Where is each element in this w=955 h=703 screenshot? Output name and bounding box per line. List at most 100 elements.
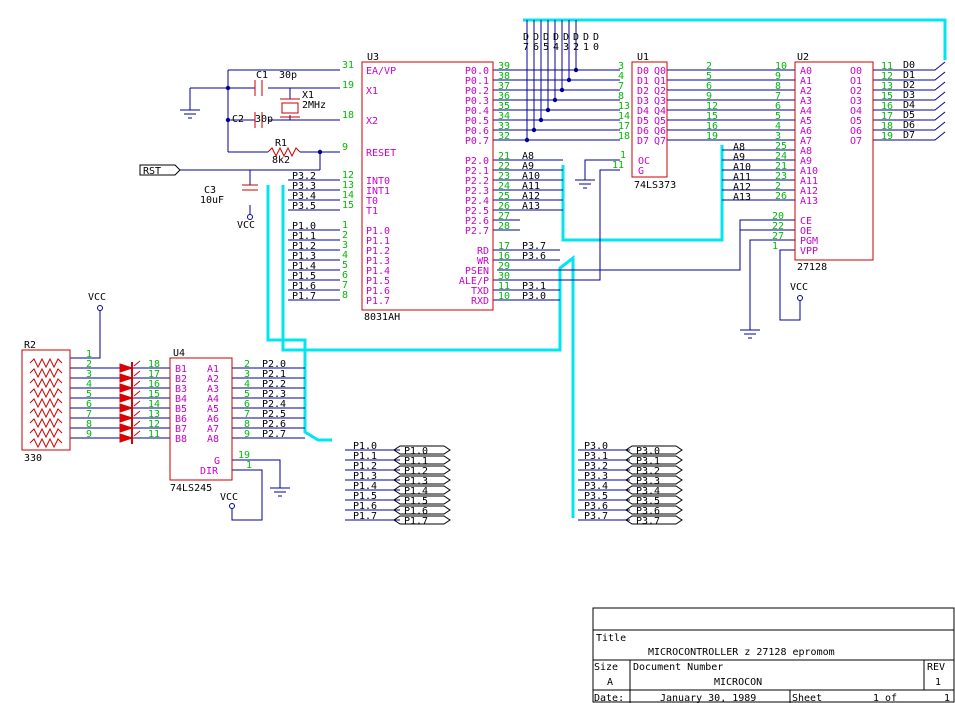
u2-pin-name: CE: [800, 216, 812, 227]
u1-pin-name: Q0: [654, 66, 666, 77]
u3-pin-number: 32: [498, 131, 510, 142]
vcc-icon: [97, 305, 103, 311]
r2-pin-number: 4: [86, 379, 92, 390]
p1-port-connector: [393, 465, 451, 475]
ground-icon: [180, 109, 200, 119]
docnum-value: MICROCON: [714, 677, 762, 688]
bus-label: 2: [573, 42, 579, 53]
p3-port-connector: [625, 455, 683, 465]
u4-pin-number: 18: [148, 359, 160, 370]
u1-pin-number: 17: [618, 121, 630, 132]
ground-symbols: [180, 109, 760, 497]
u3-pin-name: P2.0: [465, 156, 489, 167]
c2-ref: C2: [232, 114, 244, 125]
p3-net-label: P3.3: [584, 471, 608, 482]
u2-net-label: D1: [903, 70, 915, 81]
bus-label: 3: [563, 42, 569, 53]
u1-pin-number: 5: [706, 71, 712, 82]
u4-pin-name: B7: [175, 424, 187, 435]
u2-pin-number: 20: [772, 211, 784, 222]
u1-ref: U1: [637, 52, 649, 63]
u2-pin-number: 3: [775, 131, 781, 142]
p3-port-label: P3.5: [636, 496, 660, 507]
junctions: [225, 67, 579, 155]
u2-net-label: A12: [733, 182, 751, 193]
c3-value: 10uF: [200, 195, 224, 206]
u3-net-label: A13: [522, 201, 540, 212]
u1-pin-number: 14: [618, 111, 630, 122]
u2-pin-number: 19: [881, 131, 893, 142]
u3-pin-number: 11: [498, 281, 510, 292]
p3-port-label: P3.2: [636, 466, 660, 477]
u4-pin-name: A2: [207, 374, 219, 385]
u3-pin-name: PSEN: [465, 266, 489, 277]
u2-pin-name: A11: [800, 176, 818, 187]
bus-label: D: [543, 32, 549, 43]
u3-pin-number: 21: [498, 151, 510, 162]
u4-pin-name: A4: [207, 394, 219, 405]
u1-pin-name: D6: [637, 126, 649, 137]
u3-pin-number: 27: [498, 211, 510, 222]
u3-pin-name: P2.2: [465, 176, 489, 187]
vcc-symbols: [97, 214, 803, 509]
u4-net-label: P2.2: [262, 379, 286, 390]
port-connectors: P1.0P1.1P1.2P1.3P1.4P1.5P1.6P1.7P3.0P3.1…: [393, 445, 683, 527]
u3-pin-name: X1: [366, 86, 378, 97]
u3-pin-number: 28: [498, 221, 510, 232]
port-bus-left: [266, 185, 332, 442]
p1-port-connector: [393, 455, 451, 465]
c2-symbol: [254, 112, 263, 128]
component-bodies: [21, 61, 955, 703]
c2-value: 30p: [255, 114, 273, 125]
bus-label: D: [573, 32, 579, 43]
u3-pin-number: 29: [498, 261, 510, 272]
u2-pin-name: O6: [850, 126, 862, 137]
title-block: [592, 607, 955, 703]
u3-pin-number: 9: [342, 142, 348, 153]
p1-net-label: P1.1: [353, 451, 377, 462]
u3-pin-name: P2.1: [465, 166, 489, 177]
u1-pin-name: D1: [637, 76, 649, 87]
u3-net-label: P1.0: [292, 221, 316, 232]
u1-pin-number: 6: [706, 81, 712, 92]
p3-port-connector: [625, 515, 683, 525]
u3-pin-number: 38: [498, 71, 510, 82]
bus-label: 4: [553, 42, 559, 53]
u1-pin-name: D2: [637, 86, 649, 97]
p3-port-label: P3.7: [636, 516, 660, 527]
u4-pin-name: A1: [207, 364, 219, 375]
u1-pin-number: 19: [706, 131, 718, 142]
u1-pin-name: D0: [637, 66, 649, 77]
u4-pin-name: B6: [175, 414, 187, 425]
c1-value: 30p: [279, 70, 297, 81]
u3-pin-name: RD: [477, 246, 489, 257]
u3-pin-name: P1.3: [366, 256, 390, 267]
u4-pin-number: 13: [148, 409, 160, 420]
p1-port-label: P1.4: [404, 486, 428, 497]
u3-pin-number: 31: [342, 60, 354, 71]
u1-pin-name: Q3: [654, 96, 666, 107]
data-bus: [523, 18, 947, 60]
p1-net-label: P1.7: [353, 511, 377, 522]
rst-label: RST: [143, 166, 161, 177]
u2-pin-number: 12: [881, 71, 893, 82]
u4-pin-name: A8: [207, 434, 219, 445]
u3-pin-number: 5: [342, 260, 348, 271]
r1-ref: R1: [275, 138, 287, 149]
u2-pin-number: 22: [772, 221, 784, 232]
u3-net-label: P3.2: [292, 171, 316, 182]
bus-label: D: [593, 32, 599, 43]
u3-part: 8031AH: [364, 312, 400, 323]
u4-pin-name: B2: [175, 374, 187, 385]
u2-net-label: A11: [733, 172, 751, 183]
date-value: January 30, 1989: [660, 693, 756, 703]
u4-net-label: P2.0: [262, 359, 286, 370]
u2-pin-number: 24: [775, 151, 787, 162]
u2-part: 27128: [797, 262, 827, 273]
u3-pin-name: P1.2: [366, 246, 390, 257]
u2-pin-number: 9: [775, 71, 781, 82]
sheet-label: Sheet: [792, 693, 822, 703]
u4-net-label: P2.1: [262, 369, 286, 380]
p1-port-label: P1.2: [404, 466, 428, 477]
u2-net-label: D7: [903, 130, 915, 141]
